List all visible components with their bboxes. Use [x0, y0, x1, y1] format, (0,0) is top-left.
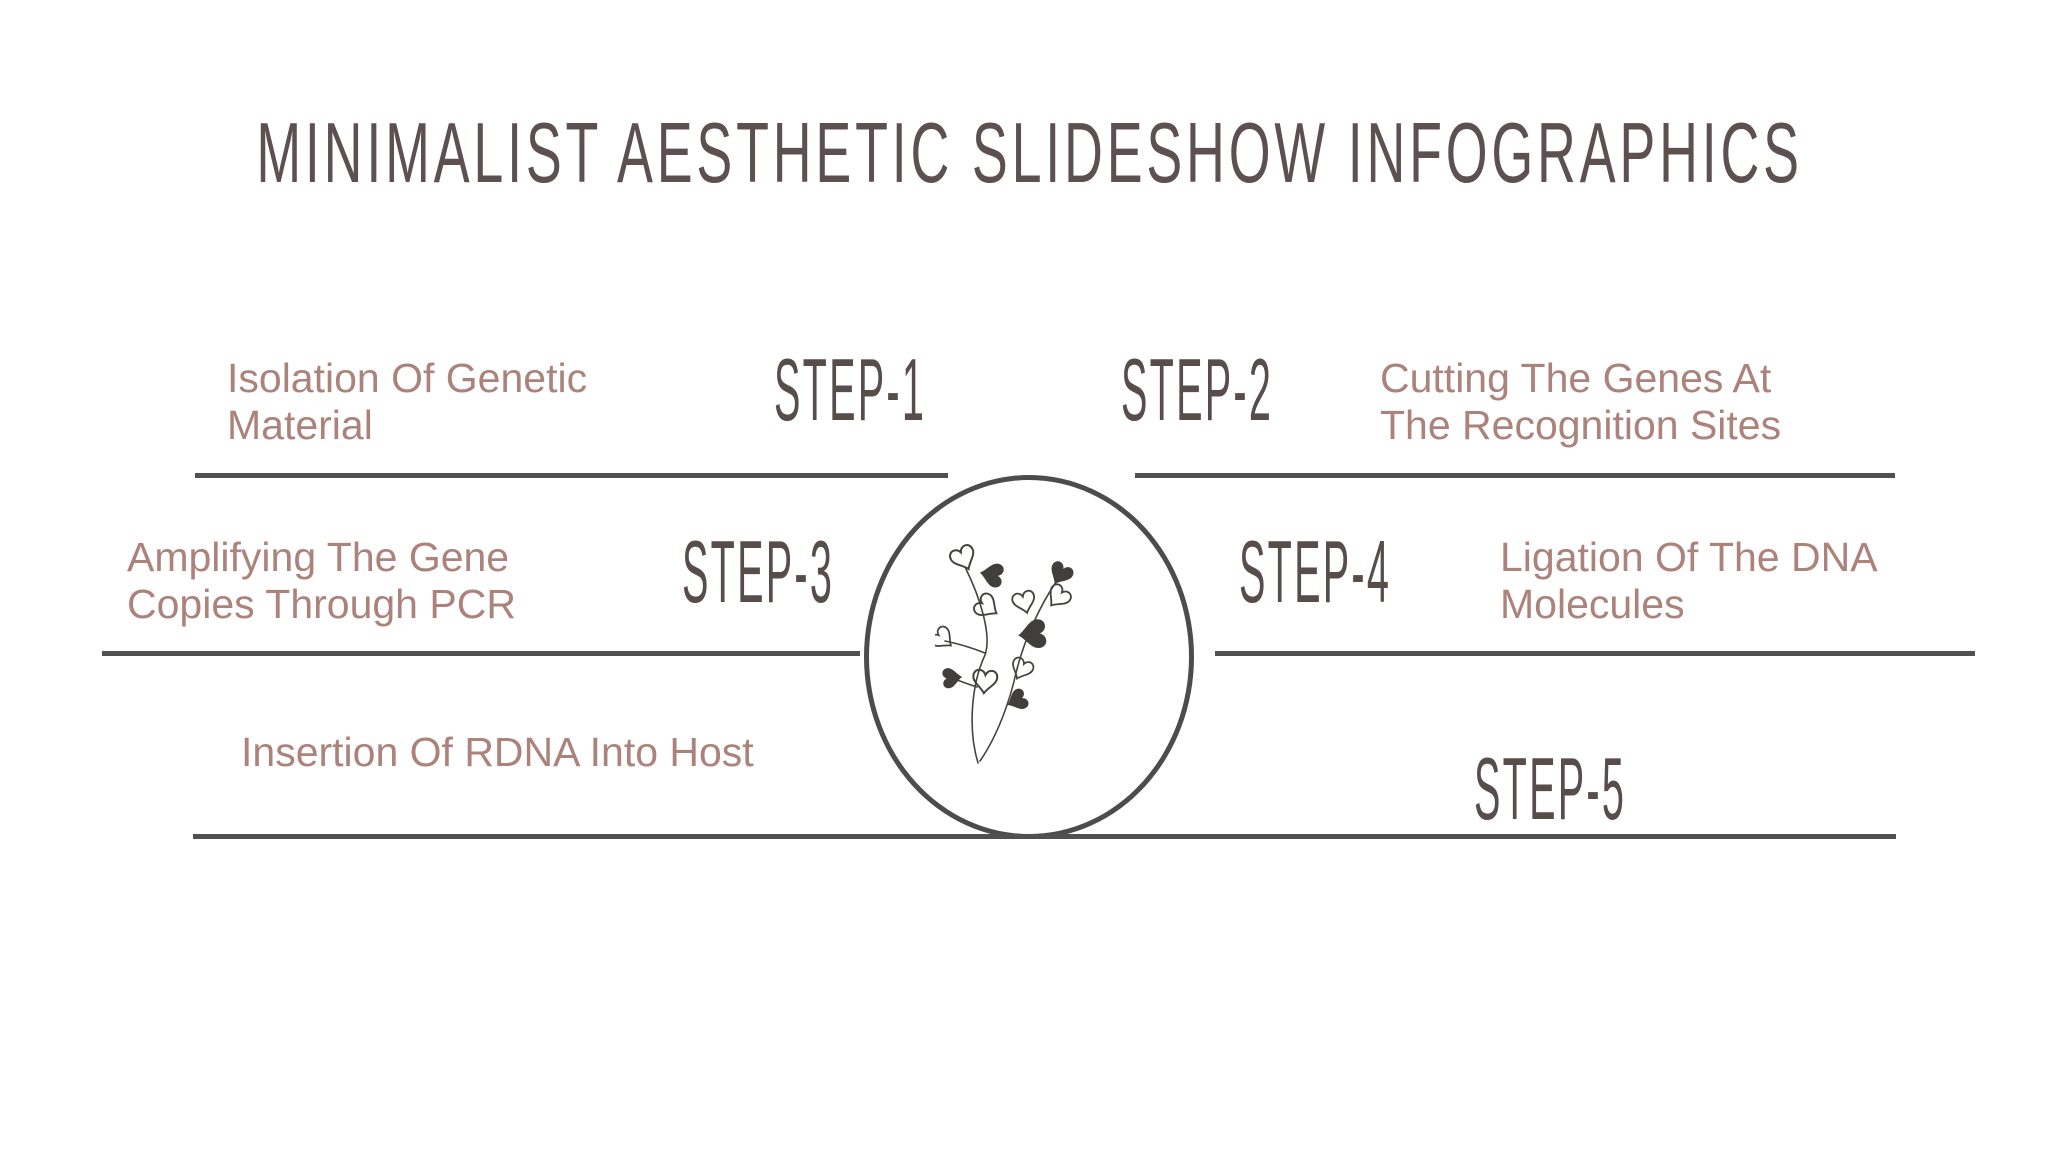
- row2-right-divider-line: [1215, 651, 1975, 656]
- step-4-label: STEP-4: [1238, 522, 1392, 621]
- step-2-label: STEP-2: [1120, 340, 1274, 439]
- row2-left-divider-line: [102, 651, 860, 656]
- oval-frame: [864, 475, 1194, 839]
- step-3-description: Amplifying The Gene Copies Through PCR: [127, 534, 516, 627]
- step-1-description: Isolation Of Genetic Material: [227, 355, 588, 448]
- bottom-divider-line: [193, 834, 1896, 839]
- row1-right-divider-line: [1135, 473, 1895, 478]
- page-title: MINIMALIST AESTHETIC SLIDESHOW INFOGRAPH…: [256, 106, 1804, 201]
- step-5-description: Insertion Of RDNA Into Host: [241, 729, 754, 775]
- step-3-label: STEP-3: [681, 522, 835, 621]
- row1-left-divider-line: [195, 473, 948, 478]
- step-2-description: Cutting The Genes At The Recognition Sit…: [1380, 355, 1782, 448]
- page-title-wrap: MINIMALIST AESTHETIC SLIDESHOW INFOGRAPH…: [0, 111, 2048, 196]
- step-1-label: STEP-1: [773, 340, 927, 439]
- step-4-description: Ligation Of The DNA Molecules: [1500, 534, 1876, 627]
- heart-floral-sprig-icon: [935, 542, 1076, 764]
- step-5-label: STEP-5: [1473, 739, 1627, 838]
